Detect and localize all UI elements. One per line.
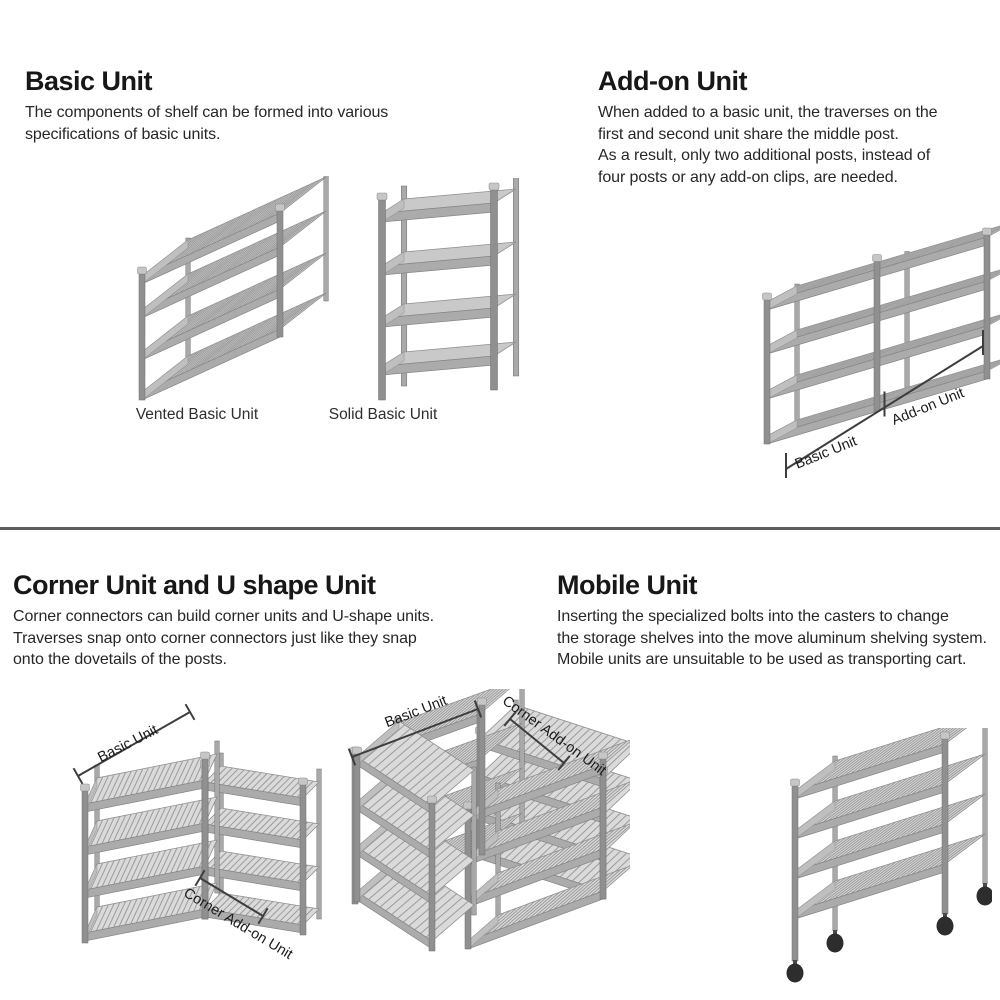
vented-basic-unit-illustration — [137, 176, 329, 401]
corner-unit-title: Corner Unit and U shape Unit — [13, 570, 376, 601]
vented-basic-unit-figure — [98, 176, 348, 420]
basic-unit-title: Basic Unit — [25, 66, 153, 97]
addon-unit-illustration — [762, 225, 1000, 478]
section-divider — [0, 527, 1000, 530]
addon-unit-figure: Basic Unit Add-on Unit — [712, 194, 1000, 489]
addon-unit-description: When added to a basic unit, the traverse… — [598, 104, 938, 186]
mobile-unit-figure — [752, 728, 992, 996]
ushape-unit-figure: Basic Unit Corner Add-on Unit — [340, 689, 630, 1000]
ushape-unit-illustration — [347, 689, 630, 952]
corner-unit-illustration — [72, 703, 322, 944]
mobile-unit-title: Mobile Unit — [557, 570, 697, 601]
mobile-unit-description: Inserting the specialized bolts into the… — [557, 608, 987, 668]
solid-basic-unit-illustration — [376, 178, 520, 401]
corner-unit-figure: Basic Unit Corner Add-on Unit — [60, 698, 330, 1000]
corner-unit-description: Corner connectors can build corner units… — [13, 608, 434, 668]
mobile-unit-illustration — [786, 728, 992, 983]
addon-unit-title: Add-on Unit — [598, 66, 747, 97]
solid-basic-unit-caption: Solid Basic Unit — [328, 406, 438, 423]
basic-unit-description: The components of shelf can be formed in… — [25, 104, 389, 143]
solid-basic-unit-figure — [360, 178, 520, 422]
vented-basic-unit-caption: Vented Basic Unit — [135, 406, 259, 423]
